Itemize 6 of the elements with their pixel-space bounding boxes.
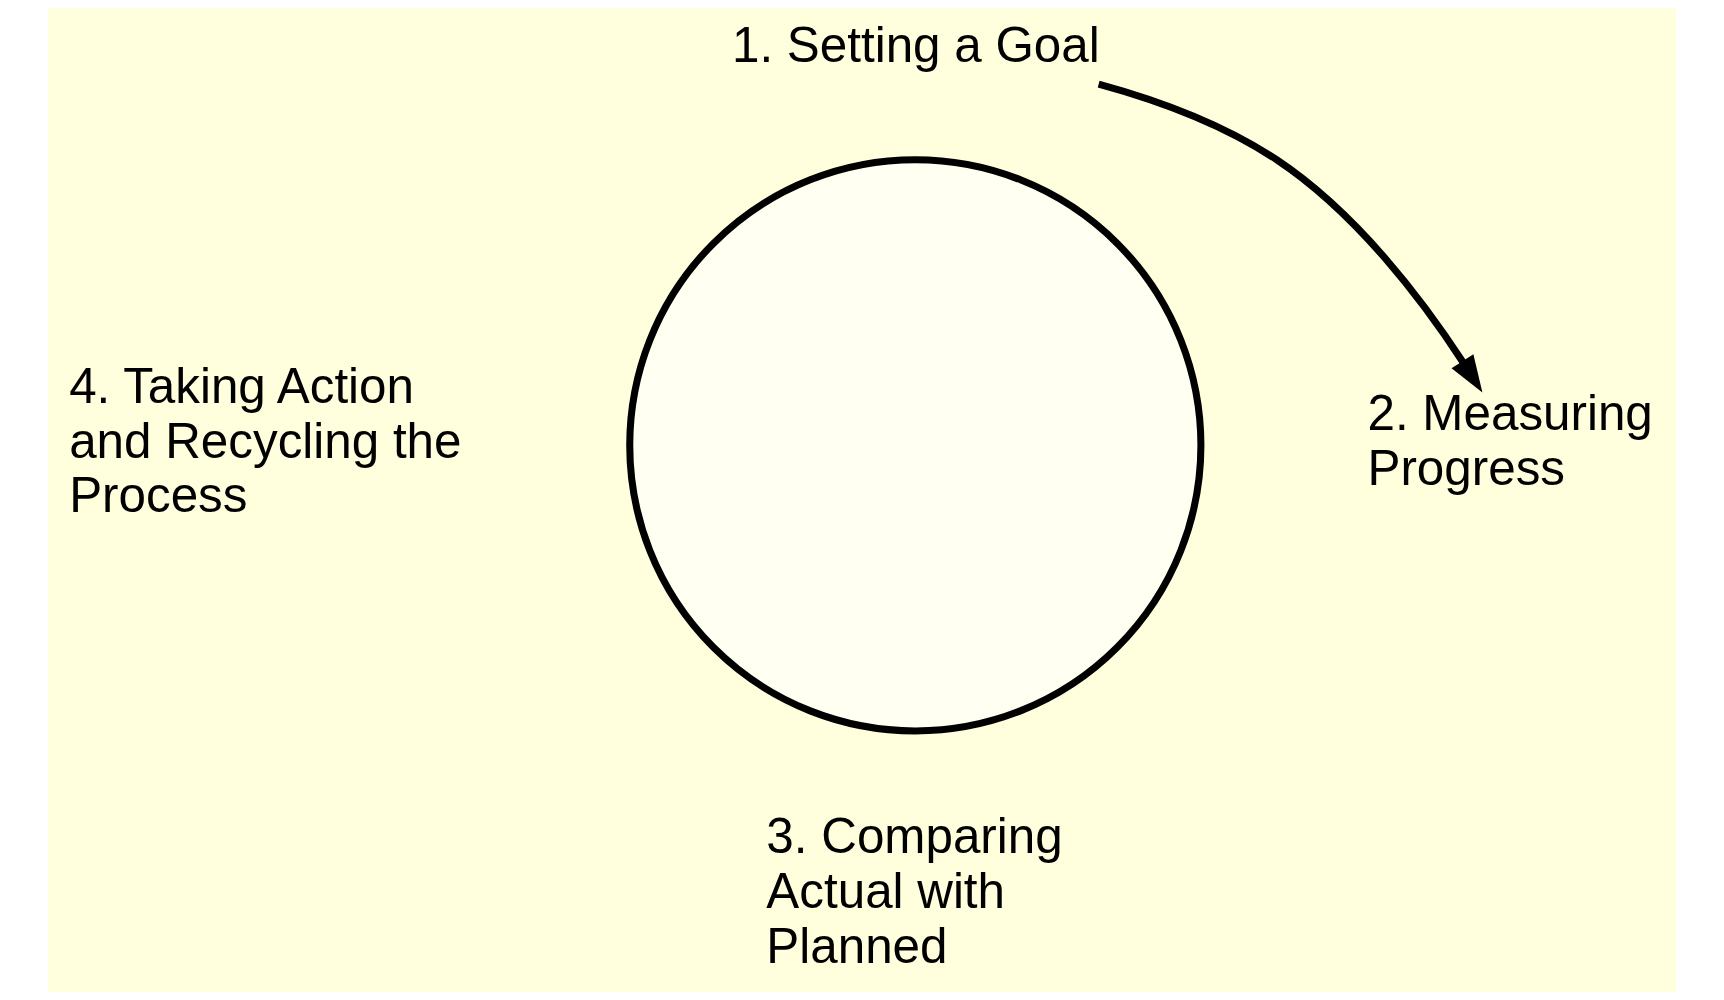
node-text: 4. Taking Action and Recycling the Process — [69, 357, 462, 523]
node-text: 1. Setting a Goal — [731, 16, 1100, 72]
node-text: 2. Measuring Progress — [1367, 385, 1653, 495]
node-circle — [626, 156, 1205, 735]
node-text: 3. Comparing Actual with Planned — [766, 808, 1063, 973]
arrow — [1097, 80, 1483, 393]
